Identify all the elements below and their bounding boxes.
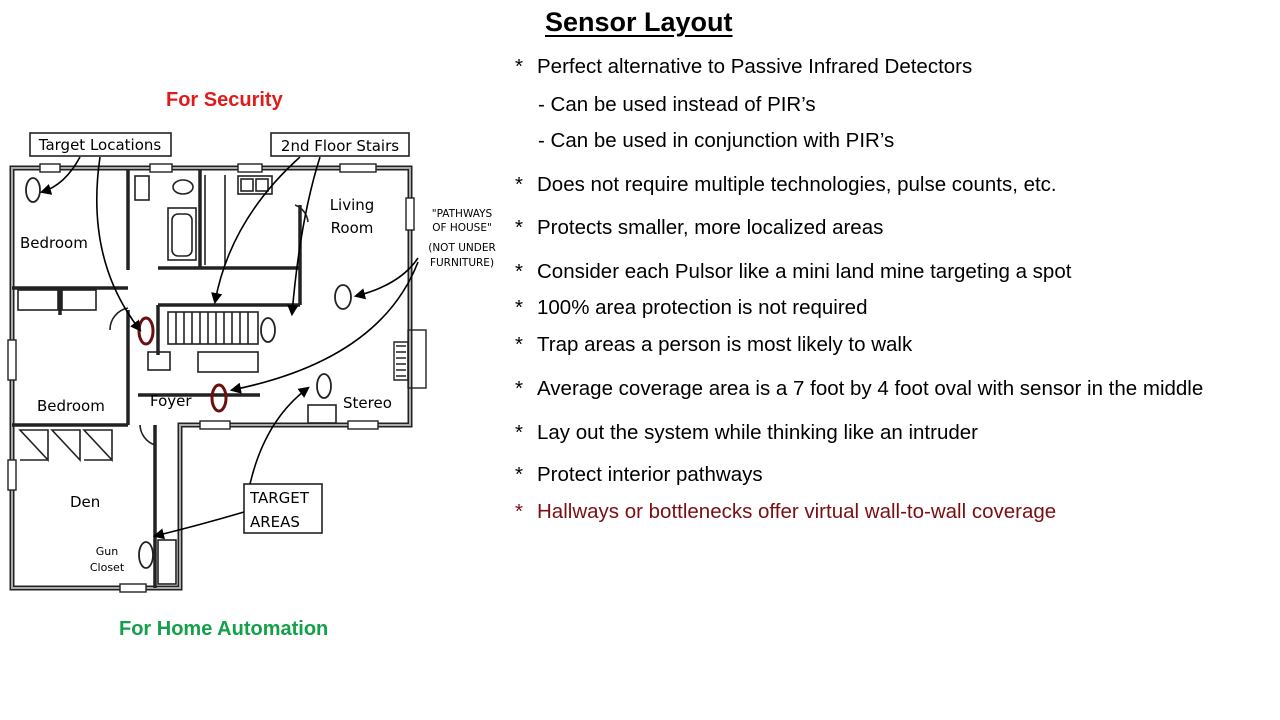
page-title: Sensor Layout [545,7,733,37]
bullet-text: Average coverage area is a 7 foot by 4 f… [537,377,1204,400]
stairs [147,311,259,373]
pathways-label-2: OF HOUSE" [432,222,492,234]
bullet-marker: * [515,260,523,283]
bullet-text: Consider each Pulsor like a mini land mi… [537,260,1072,283]
bullet-marker: * [515,421,523,444]
kitchen-fixtures [204,175,273,265]
bullet-text: Hallways or bottlenecks offer virtual wa… [537,500,1057,523]
bullet-text: Lay out the system while thinking like a… [537,421,978,444]
stairs-label: 2nd Floor Stairs [281,137,399,155]
bullet-marker: * [515,296,523,319]
bullet-marker: * [515,173,523,196]
closets-and-doors [17,204,337,585]
pathways-label-1: "PATHWAYS [432,208,493,220]
room-label-closet: Closet [90,561,125,574]
room-label-bedroom-top: Bedroom [20,234,88,252]
room-label-foyer: Foyer [150,392,192,410]
for-security-label: For Security [166,89,283,111]
bullet-text: Does not require multiple technologies, … [537,173,1057,196]
bullet-marker: * [515,463,523,486]
interior-walls [12,170,302,588]
bullet-marker: * [515,55,523,78]
bullet-marker: * [515,333,523,356]
for-home-automation-label: For Home Automation [119,618,329,640]
bullet-text: - Can be used instead of PIR’s [538,93,816,116]
room-label-bedroom-bottom: Bedroom [37,397,105,415]
bullet-text: - Can be used in conjunction with PIR’s [538,129,895,152]
bullet-text: Perfect alternative to Passive Infrared … [537,55,973,78]
room-label-living-2: Room [331,219,374,237]
room-label-living-1: Living [330,196,375,214]
target-locations-label: Target Locations [38,136,162,154]
bullet-text: 100% area protection is not required [537,296,868,319]
room-label-stereo: Stereo [343,394,392,412]
callout-arrows [39,156,419,540]
room-label-gun: Gun [96,545,118,558]
bullet-marker: * [515,216,523,239]
bullet-marker: * [515,377,523,400]
target-areas-label-2: AREAS [250,513,300,531]
bullet-text: Protect interior pathways [537,463,763,486]
pathways-label-4: FURNITURE) [430,257,494,269]
room-label-den: Den [70,493,100,511]
bullet-text: Protects smaller, more localized areas [537,216,884,239]
callout-boxes [29,132,410,534]
bullet-marker: * [515,500,523,523]
windows [7,163,415,593]
target-areas-label-1: TARGET [249,489,310,507]
bullet-text: Trap areas a person is most likely to wa… [537,333,913,356]
floor-plan-diagram: Target Locations 2nd Floor Stairs Bedroo… [7,132,496,593]
pathways-label-3: (NOT UNDER [428,242,496,254]
bathroom-fixtures [134,175,197,261]
wall-fill [11,167,411,589]
fireplace [393,329,427,389]
